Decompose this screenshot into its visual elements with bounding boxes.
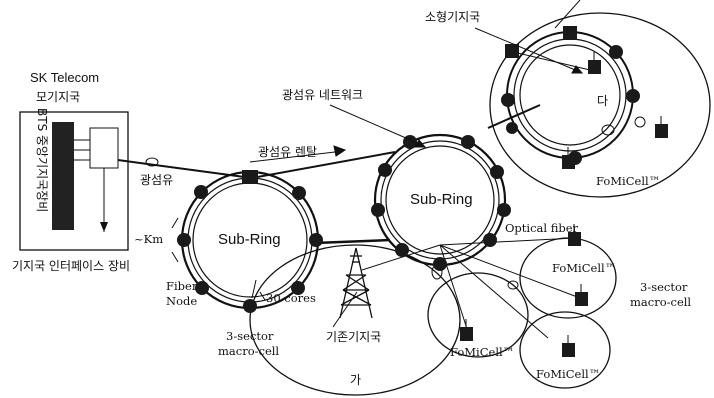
label-sector-right-1: 3-sector [640,280,688,294]
label-fiber-node-1: Fiber [166,279,198,293]
label-sector-left-2: macro-cell [218,344,279,358]
label-sector-right-2: macro-cell [630,295,691,309]
coverage-area-3sector-right [520,238,616,318]
cell-label-top: FoMiCell™ [596,174,660,188]
hq-rack-label: BTS 중앙기지국장비 [35,108,49,212]
label-cores: 30 cores [266,291,316,305]
coverage-areas [250,13,710,395]
bts-rack [52,122,74,230]
label-fiber-rental: 광섬유 렌탈 [258,145,317,159]
zone-label-da: 다 [597,94,608,108]
label-fiber: 광섬유 [140,173,173,187]
label-distance: ~Km [134,232,163,246]
label-small-cell-station: 소형기지국 [425,10,480,24]
label-optical-fiber: Optical fiber [505,221,579,235]
ring-label-left: Sub-Ring [218,231,281,248]
ring-label-center: Sub-Ring [410,191,473,208]
interface-box [90,128,118,168]
label-existing-station: 기존기지국 [326,330,381,344]
zone-label-ga: 가 [350,373,361,387]
label-interface-equipment: 기지국 인터페이스 장비 [12,259,130,273]
cell-label-mid: FoMiCell™ [552,261,616,275]
hq-title-line1: SK Telecom [30,70,99,85]
ring-top-right-nodes [501,26,640,165]
cell-label-bottom-right: FoMiCell™ [536,367,600,381]
hq-title-line2: 모기지국 [36,90,80,104]
existing-tower-icon [340,248,372,318]
label-fiber-network: 광섬유 네트워크 [282,88,363,102]
cell-label-bottom-left: FoMiCell™ [450,345,514,359]
label-sector-left-1: 3-sector [226,329,274,343]
label-fiber-node-2: Node [166,294,197,308]
